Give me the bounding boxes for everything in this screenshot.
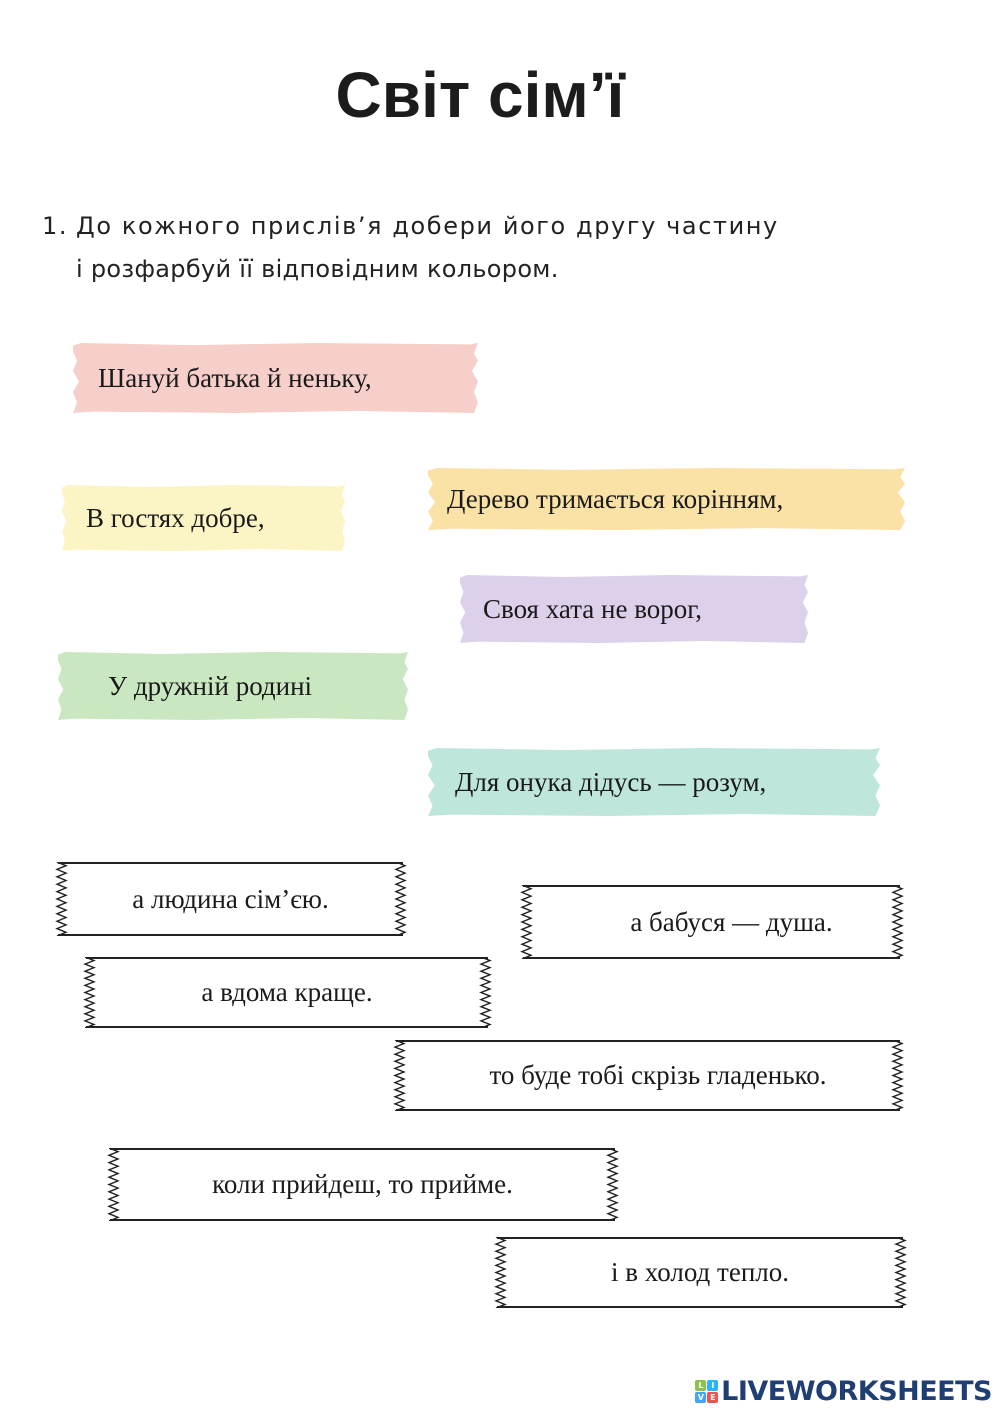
zigzag-edge-icon: [393, 862, 407, 936]
proverb-ending-text: а людина сім’єю.: [132, 883, 329, 914]
proverb-ending-text: і в холод тепло.: [610, 1257, 789, 1287]
proverb-start-text: Для онука дідусь — розум,: [455, 766, 767, 797]
zigzag-edge-icon: [106, 1148, 120, 1221]
zigzag-edge-icon: [605, 1148, 619, 1221]
proverb-start-tape[interactable]: В гостях добре,: [62, 485, 345, 551]
proverb-ending-text: а вдома краще.: [201, 977, 373, 1007]
zigzag-edge-icon: [890, 1040, 904, 1111]
proverb-ending-text: то буде тобі скрізь гладенько.: [489, 1060, 827, 1090]
task-instruction: 1.До кожного прислів’я добери його другу…: [42, 205, 779, 291]
proverb-start-text: Дерево тримається корінням,: [447, 483, 784, 514]
zigzag-edge-icon: [893, 1237, 907, 1308]
zigzag-edge-icon: [54, 862, 68, 936]
page-title: Світ сім’ї: [335, 59, 625, 131]
logo-text: LIVEWORKSHEETS: [721, 1376, 992, 1407]
proverb-start-text: Своя хата не ворог,: [483, 593, 703, 624]
proverb-start-tape[interactable]: Дерево тримається корінням,: [428, 468, 905, 530]
zigzag-edge-icon: [493, 1237, 507, 1308]
proverb-start-tape[interactable]: У дружній родині: [58, 652, 408, 720]
proverb-start-tape[interactable]: Шануй батька й неньку,: [73, 343, 478, 413]
proverb-ending-tape[interactable]: а вдома краще.: [86, 957, 488, 1028]
proverb-ending-tape[interactable]: а бабуся — душа.: [523, 885, 900, 959]
task-number: 1.: [42, 212, 69, 240]
proverb-ending-tape[interactable]: і в холод тепло.: [497, 1237, 903, 1308]
proverb-ending-tape[interactable]: коли прийдеш, то прийме.: [110, 1148, 615, 1221]
proverb-ending-tape[interactable]: а людина сім’єю.: [58, 862, 403, 936]
task-text-line-2: і розфарбуй її відповідним кольором.: [76, 255, 559, 283]
proverb-start-tape[interactable]: Своя хата не ворог,: [460, 575, 808, 643]
zigzag-edge-icon: [82, 957, 96, 1028]
zigzag-edge-icon: [478, 957, 492, 1028]
proverb-start-text: Шануй батька й неньку,: [98, 362, 372, 393]
proverb-ending-text: коли прийдеш, то прийме.: [212, 1169, 513, 1199]
proverb-ending-tape[interactable]: то буде тобі скрізь гладенько.: [396, 1040, 900, 1111]
proverb-start-text: В гостях добре,: [86, 502, 265, 533]
zigzag-edge-icon: [392, 1040, 406, 1111]
proverb-start-text: У дружній родині: [108, 670, 313, 701]
proverb-ending-text: а бабуся — душа.: [630, 906, 833, 937]
zigzag-edge-icon: [519, 885, 533, 959]
proverb-start-tape[interactable]: Для онука дідусь — розум,: [428, 748, 880, 816]
task-text-line-1: До кожного прислів’я добери його другу ч…: [76, 212, 779, 240]
zigzag-edge-icon: [890, 885, 904, 959]
